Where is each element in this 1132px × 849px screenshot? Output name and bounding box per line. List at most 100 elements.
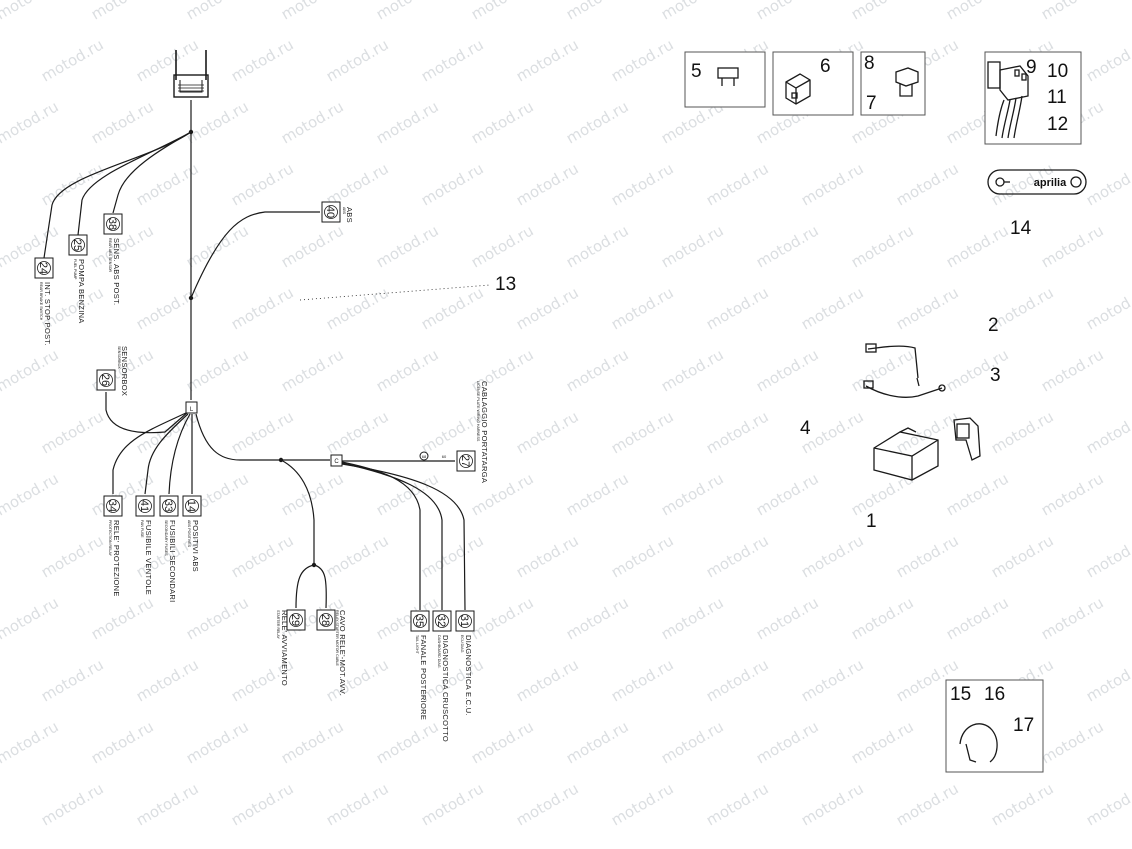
watermark-text: motod.ru [278, 221, 347, 271]
watermark-text: motod.ru [38, 655, 107, 705]
watermark-text: motod.ru [658, 221, 727, 271]
svg-text:CAVO RELE'-MOT.AVV.: CAVO RELE'-MOT.AVV. [338, 610, 347, 696]
watermark-text: motod.ru [38, 779, 107, 829]
watermark-text: motod.ru [988, 779, 1057, 829]
watermark-text: motod.ru [608, 159, 677, 209]
watermark-text: motod.ru [373, 221, 442, 271]
svg-text:ABS POSITIVES: ABS POSITIVES [187, 520, 191, 548]
watermark-text: motod.ru [418, 531, 487, 581]
watermark-text: motod.ru [0, 97, 62, 147]
marker-60: 60 [442, 454, 447, 459]
watermark-text: motod.ru [1083, 407, 1132, 457]
watermark-text: motod.ru [1038, 345, 1107, 395]
socket-icon [895, 67, 919, 97]
watermark-text: motod.ru [373, 717, 442, 767]
svg-text:34: 34 [106, 500, 118, 512]
svg-text:9: 9 [1026, 57, 1037, 78]
svg-text:DIAGNOSTICA E.C.U.: DIAGNOSTICA E.C.U. [464, 635, 473, 716]
watermark-text: motod.ru [943, 221, 1012, 271]
watermark-text: motod.ru [228, 407, 297, 457]
watermark-text: motod.ru [753, 221, 822, 271]
watermark-text: motod.ru [658, 593, 727, 643]
watermark-text: motod.ru [0, 469, 62, 519]
watermark-text: motod.ru [373, 97, 442, 147]
svg-text:RELAY-STARTER MOTOR CABLE: RELAY-STARTER MOTOR CABLE [335, 610, 339, 667]
watermark-text: motod.ru [703, 159, 772, 209]
svg-text:16: 16 [984, 684, 1005, 705]
cable-3-icon [863, 380, 946, 398]
watermark-text: motod.ru [1083, 159, 1132, 209]
watermark-text: motod.ru [183, 0, 252, 23]
svg-text:ABS: ABS [345, 207, 354, 223]
watermark-text: motod.ru [798, 655, 867, 705]
svg-text:DIAGNOSTICA CRUSCOTTO: DIAGNOSTICA CRUSCOTTO [441, 635, 450, 742]
connector-26: 26 SENSORBOX SENSORBOX [96, 346, 129, 396]
svg-text:FUEL PUMP: FUEL PUMP [73, 259, 77, 280]
svg-text:8: 8 [864, 53, 875, 74]
watermark-text: motod.ru [468, 593, 537, 643]
svg-text:31: 31 [458, 615, 470, 627]
marker-68: 68 [422, 454, 427, 459]
svg-text:FUSIBILE VENTOLE: FUSIBILE VENTOLE [144, 520, 153, 595]
watermark-text: motod.ru [848, 593, 917, 643]
svg-text:REAR BRAKE SWITCH: REAR BRAKE SWITCH [39, 282, 43, 321]
watermark-text: motod.ru [658, 0, 727, 23]
svg-text:41: 41 [138, 500, 150, 512]
watermark-text: motod.ru [228, 531, 297, 581]
watermark-text: motod.ru [513, 407, 582, 457]
connector-38: 38 SENS. ABS POST. REAR ABS SENSOR [103, 213, 123, 305]
watermark-text: motod.ru [513, 159, 582, 209]
watermark-text: motod.ru [323, 283, 392, 333]
watermark-text: motod.ru [1038, 717, 1107, 767]
svg-text:27: 27 [459, 455, 471, 467]
connector-28: 28 CAVO RELE'-MOT.AVV. RELAY-STARTER MOT… [316, 609, 347, 696]
connector-29: 29 RELE' AVVIAMENTO STARTER RELAY [276, 609, 306, 686]
watermark-text: motod.ru [418, 779, 487, 829]
watermark-text: motod.ru [373, 345, 442, 395]
watermark-text: motod.ru [753, 593, 822, 643]
watermark-text: motod.ru [88, 717, 157, 767]
connector-35: 35 FANALE POSTERIORE TAIL LIGHT [410, 610, 430, 720]
svg-text:SENS. ABS POST.: SENS. ABS POST. [112, 238, 121, 305]
watermark-text: motod.ru [703, 655, 772, 705]
watermark-text: motod.ru [133, 655, 202, 705]
watermark-text: motod.ru [278, 97, 347, 147]
watermark-text: motod.ru [608, 283, 677, 333]
svg-text:12: 12 [1047, 114, 1068, 135]
watermark-text: motod.ru [703, 531, 772, 581]
watermark-text: motod.ru [563, 469, 632, 519]
watermark-text: motod.ru [418, 35, 487, 85]
watermark-text: motod.ru [943, 345, 1012, 395]
svg-text:32: 32 [435, 615, 447, 627]
connector-33: 33 FUSIBILI SECONDARI SECONDARY FUSES [159, 495, 179, 603]
svg-text:26: 26 [99, 374, 111, 386]
connector-32: 32 DIAGNOSTICA CRUSCOTTO DASHBOARD DIAG. [432, 610, 452, 742]
svg-text:29: 29 [289, 614, 301, 626]
part-box-6: 6 [772, 51, 854, 116]
fuse-icon [717, 67, 739, 86]
watermark-text: motod.ru [1083, 531, 1132, 581]
svg-text:6: 6 [820, 56, 831, 77]
watermark-text: motod.ru [703, 407, 772, 457]
watermark-text: motod.ru [373, 469, 442, 519]
watermark-text: motod.ru [563, 97, 632, 147]
wire-markers: 68 60 [419, 451, 447, 461]
svg-text:38: 38 [106, 218, 118, 230]
svg-text:DASHBOARD DIAG.: DASHBOARD DIAG. [437, 635, 441, 669]
connector-27: 27 CABLAGGIO PORTATARGA LICENSE PLATE WI… [456, 381, 489, 483]
watermark-text: motod.ru [513, 531, 582, 581]
svg-text:28: 28 [319, 614, 331, 626]
connector-24: 24 INT. STOP POST. REAR BRAKE SWITCH [34, 257, 54, 346]
watermark-text: motod.ru [1038, 593, 1107, 643]
svg-text:14: 14 [185, 500, 197, 512]
watermark-text: motod.ru [848, 469, 917, 519]
watermark-text: motod.ru [893, 159, 962, 209]
watermark-text: motod.ru [893, 283, 962, 333]
part-box-5: 5 [684, 51, 766, 108]
watermark-text: motod.ru [228, 35, 297, 85]
junction-l: L [185, 401, 198, 414]
svg-text:5: 5 [691, 61, 702, 82]
svg-text:FUSIBILI SECONDARI: FUSIBILI SECONDARI [168, 520, 177, 603]
watermark-text: motod.ru [323, 779, 392, 829]
watermark-text: motod.ru [228, 283, 297, 333]
